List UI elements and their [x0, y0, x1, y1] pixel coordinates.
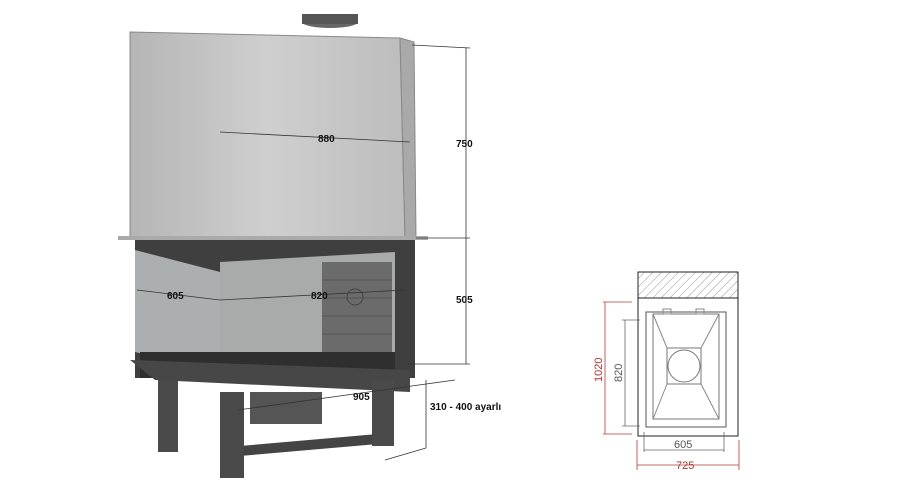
- left-glass: [135, 250, 220, 372]
- leg: [372, 380, 394, 446]
- plan-dim-inner-width: 605: [674, 439, 692, 451]
- plan-view: [603, 271, 740, 470]
- base: [130, 360, 410, 392]
- plan-dim-total-depth: 1020: [593, 358, 605, 382]
- brick-back: [322, 262, 392, 354]
- dim-side-depth: 605: [167, 291, 184, 302]
- fireplace-3d: [118, 14, 428, 478]
- air-vent: [346, 288, 364, 306]
- leg: [220, 392, 244, 478]
- dim-firebox-height: 505: [456, 295, 473, 306]
- plan-dim-total-width: 725: [676, 460, 694, 472]
- hood: [129, 31, 406, 239]
- plan-dim-inner-depth: 820: [613, 364, 625, 382]
- dim-leg-height: 310 - 400 ayarlı: [430, 402, 501, 413]
- leg: [158, 380, 178, 452]
- dim-hood-height: 750: [456, 139, 473, 150]
- dim-width: 880: [318, 134, 335, 145]
- dimension-lines: [136, 44, 471, 461]
- dim-firebox-width: 820: [311, 291, 328, 302]
- dim-base-width: 905: [353, 392, 370, 403]
- hatched-wall: [637, 271, 739, 299]
- ash-drawer: [250, 392, 322, 424]
